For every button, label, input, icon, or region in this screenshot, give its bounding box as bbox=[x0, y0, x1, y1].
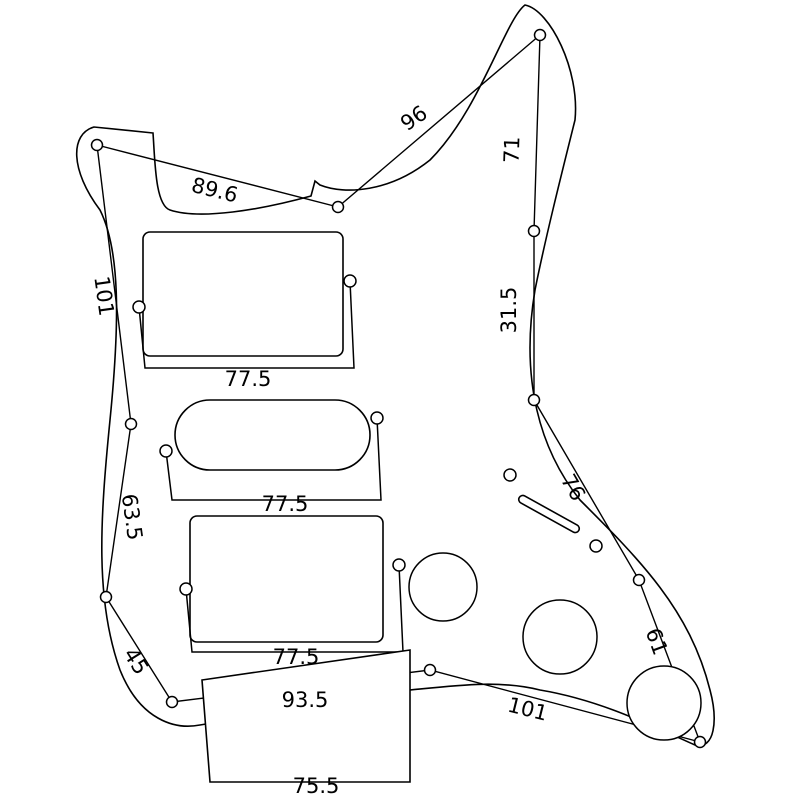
switch-screw-bottom bbox=[589, 539, 603, 553]
middle-pickup bbox=[159, 399, 384, 501]
dim-label-right-upper: 71 bbox=[500, 136, 525, 164]
screw-hole-top-left bbox=[90, 138, 104, 152]
screw-hole-bottom-right bbox=[693, 735, 707, 749]
neck-pickup bbox=[132, 231, 357, 369]
dim-line-left-side bbox=[96, 144, 701, 743]
bridge-pickup bbox=[179, 515, 406, 653]
bridge-pickup-screw-left bbox=[179, 582, 193, 596]
bridge-cutout bbox=[201, 649, 411, 783]
screw-hole-left-mid bbox=[124, 417, 138, 431]
bridge-pickup-screw-right bbox=[392, 558, 406, 572]
neck-pickup-bracket bbox=[138, 280, 355, 369]
dim-label-right-mid: 31.5 bbox=[497, 287, 521, 334]
control-holes bbox=[408, 552, 702, 741]
dim-label-bridge: 93.5 bbox=[282, 688, 329, 712]
dim-label-left-upper: 101 bbox=[89, 275, 118, 318]
screw-hole-right-lower bbox=[632, 573, 646, 587]
bridge-pickup-cutout bbox=[189, 515, 384, 643]
tone-knob-hole-2 bbox=[626, 665, 702, 741]
neck-pickup-screw-right bbox=[343, 274, 357, 288]
selector-switch bbox=[503, 468, 603, 553]
dim-label-bridge-pickup: 77.5 bbox=[273, 645, 320, 669]
screw-hole-right-mid bbox=[527, 393, 541, 407]
switch-slot bbox=[517, 494, 581, 534]
middle-pickup-screw-left bbox=[159, 444, 173, 458]
bridge-pickup-bracket bbox=[185, 564, 404, 653]
neck-pickup-cutout bbox=[142, 231, 344, 357]
dim-label-right-bottom: 61 bbox=[641, 625, 673, 658]
switch-screw-top bbox=[503, 468, 517, 482]
screw-hole-right-upper bbox=[527, 224, 541, 238]
dimension-labels: 96 89.6 101 71 31.5 76 61 63.5 45 101 93… bbox=[89, 101, 672, 798]
dim-line-top-left bbox=[96, 34, 541, 208]
pickguard-outline bbox=[75, 4, 715, 747]
dim-label-bridge-base: 75.5 bbox=[293, 774, 340, 798]
screw-hole-bottom-left bbox=[165, 695, 179, 709]
middle-pickup-bracket bbox=[165, 417, 382, 501]
middle-pickup-cutout bbox=[174, 399, 371, 471]
screw-hole-horn bbox=[533, 28, 547, 42]
dim-label-neck-pickup: 77.5 bbox=[225, 367, 272, 391]
neck-pickup-screw-left bbox=[132, 300, 146, 314]
middle-pickup-screw-right bbox=[370, 411, 384, 425]
dim-label-left-bottom: 45 bbox=[119, 644, 154, 679]
dim-label-middle-pickup: 77.5 bbox=[262, 492, 309, 516]
screw-hole-left-lower bbox=[99, 590, 113, 604]
tone-knob-hole-1 bbox=[522, 599, 598, 675]
screw-hole-bridge-right bbox=[423, 663, 437, 677]
dim-label-neck-pocket: 89.6 bbox=[189, 173, 240, 208]
dim-label-right-lower: 76 bbox=[556, 470, 590, 505]
dim-label-bottom-right: 101 bbox=[505, 693, 550, 726]
volume-knob-hole bbox=[408, 552, 478, 622]
screw-hole-neck bbox=[331, 200, 345, 214]
screw-holes bbox=[90, 28, 707, 749]
dim-label-left-mid: 63.5 bbox=[117, 492, 147, 542]
dimension-lines bbox=[96, 34, 701, 743]
dim-label-top-horn: 96 bbox=[396, 101, 432, 136]
